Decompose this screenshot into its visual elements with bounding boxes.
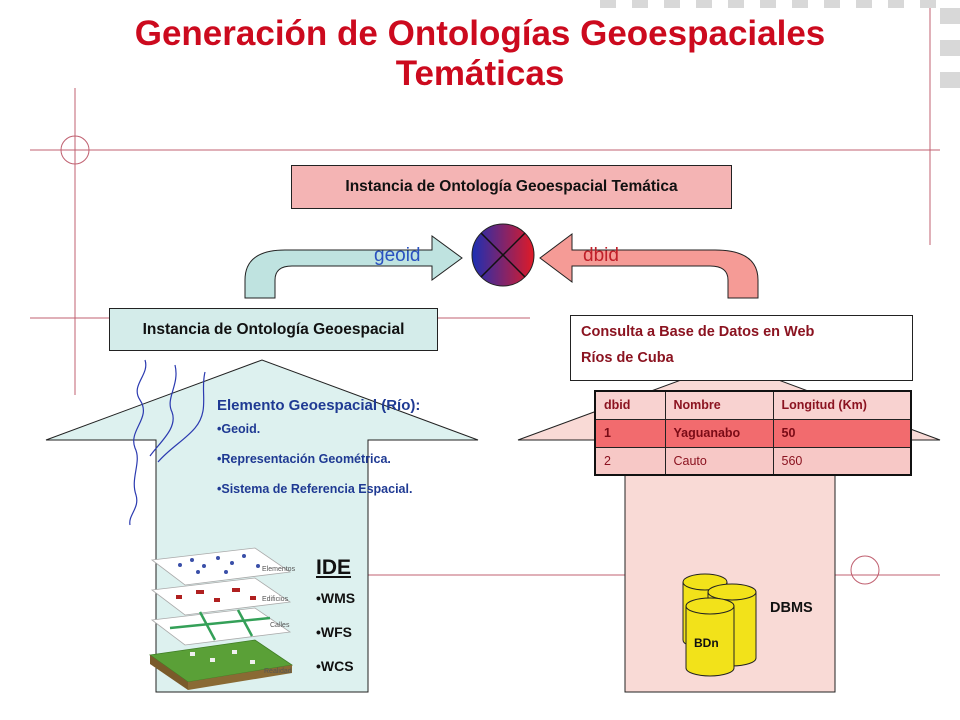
dbid-label: dbid	[583, 245, 619, 266]
table-header-cell: dbid	[594, 390, 666, 420]
table-row: 2 Cauto 560	[594, 446, 912, 476]
ide-item: •WMS	[316, 590, 356, 606]
title-line-2: Temáticas	[395, 54, 565, 93]
layer-label: Elementos	[262, 566, 296, 573]
web-query-line-2: Ríos de Cuba	[581, 350, 674, 366]
layer-label: Realidad	[264, 668, 292, 675]
table-header-row: dbid Nombre Longitud (Km)	[594, 390, 912, 420]
geospatial-instance-box: Instancia de Ontología Geoespacial	[109, 308, 438, 351]
left-house-shape	[45, 359, 479, 693]
right-curved-arrow	[539, 233, 759, 299]
web-query-line-1: Consulta a Base de Datos en Web	[581, 324, 815, 340]
page-title: Generación de Ontologías Geoespaciales T…	[60, 14, 900, 94]
element-item: •Sistema de Referencia Espacial.	[217, 482, 413, 496]
element-heading: Elemento Geoespacial (Río):	[217, 397, 421, 414]
table-header-cell: Nombre	[664, 390, 774, 420]
table-cell: 2	[594, 446, 666, 476]
database-icon	[682, 573, 757, 677]
table-cell: 560	[772, 446, 912, 476]
table-cell: Cauto	[664, 446, 774, 476]
db-cylinder-label: BDn	[694, 636, 719, 650]
ide-block: IDE •WMS •WFS •WCS	[316, 556, 355, 674]
table-cell: 50	[772, 418, 912, 448]
dbms-label: DBMS	[770, 600, 813, 616]
ide-item: •WFS	[316, 624, 353, 640]
table-cell: Yaguanabo	[664, 418, 774, 448]
layer-label: Edificios	[262, 596, 289, 603]
gis-layers-icon	[148, 547, 294, 690]
web-query-box: Consulta a Base de Datos en Web Ríos de …	[570, 315, 913, 381]
left-curved-arrow	[244, 235, 463, 299]
ide-item: •WCS	[316, 658, 354, 674]
element-description: Elemento Geoespacial (Río): •Geoid. •Rep…	[217, 397, 517, 512]
ide-heading: IDE	[316, 556, 352, 579]
thematic-instance-label: Instancia de Ontología Geoespacial Temát…	[345, 178, 678, 195]
thematic-instance-box: Instancia de Ontología Geoespacial Temát…	[291, 165, 732, 209]
element-item: •Representación Geométrica.	[217, 452, 391, 466]
geoid-label: geoid	[374, 245, 421, 266]
rivers-table: dbid Nombre Longitud (Km) 1 Yaguanabo 50…	[594, 390, 912, 476]
table-cell: 1	[594, 418, 666, 448]
table-header-cell: Longitud (Km)	[772, 390, 912, 420]
title-line-1: Generación de Ontologías Geoespaciales	[134, 14, 826, 53]
checker-decoration	[600, 0, 960, 88]
table-row: 1 Yaguanabo 50	[594, 418, 912, 448]
geospatial-instance-label: Instancia de Ontología Geoespacial	[142, 321, 405, 338]
element-list: •Geoid. •Representación Geométrica. •Sis…	[217, 422, 517, 512]
element-item: •Geoid.	[217, 422, 261, 436]
join-sphere-icon	[471, 223, 535, 287]
river-icon	[129, 359, 206, 526]
layer-label: Calles	[270, 622, 290, 629]
